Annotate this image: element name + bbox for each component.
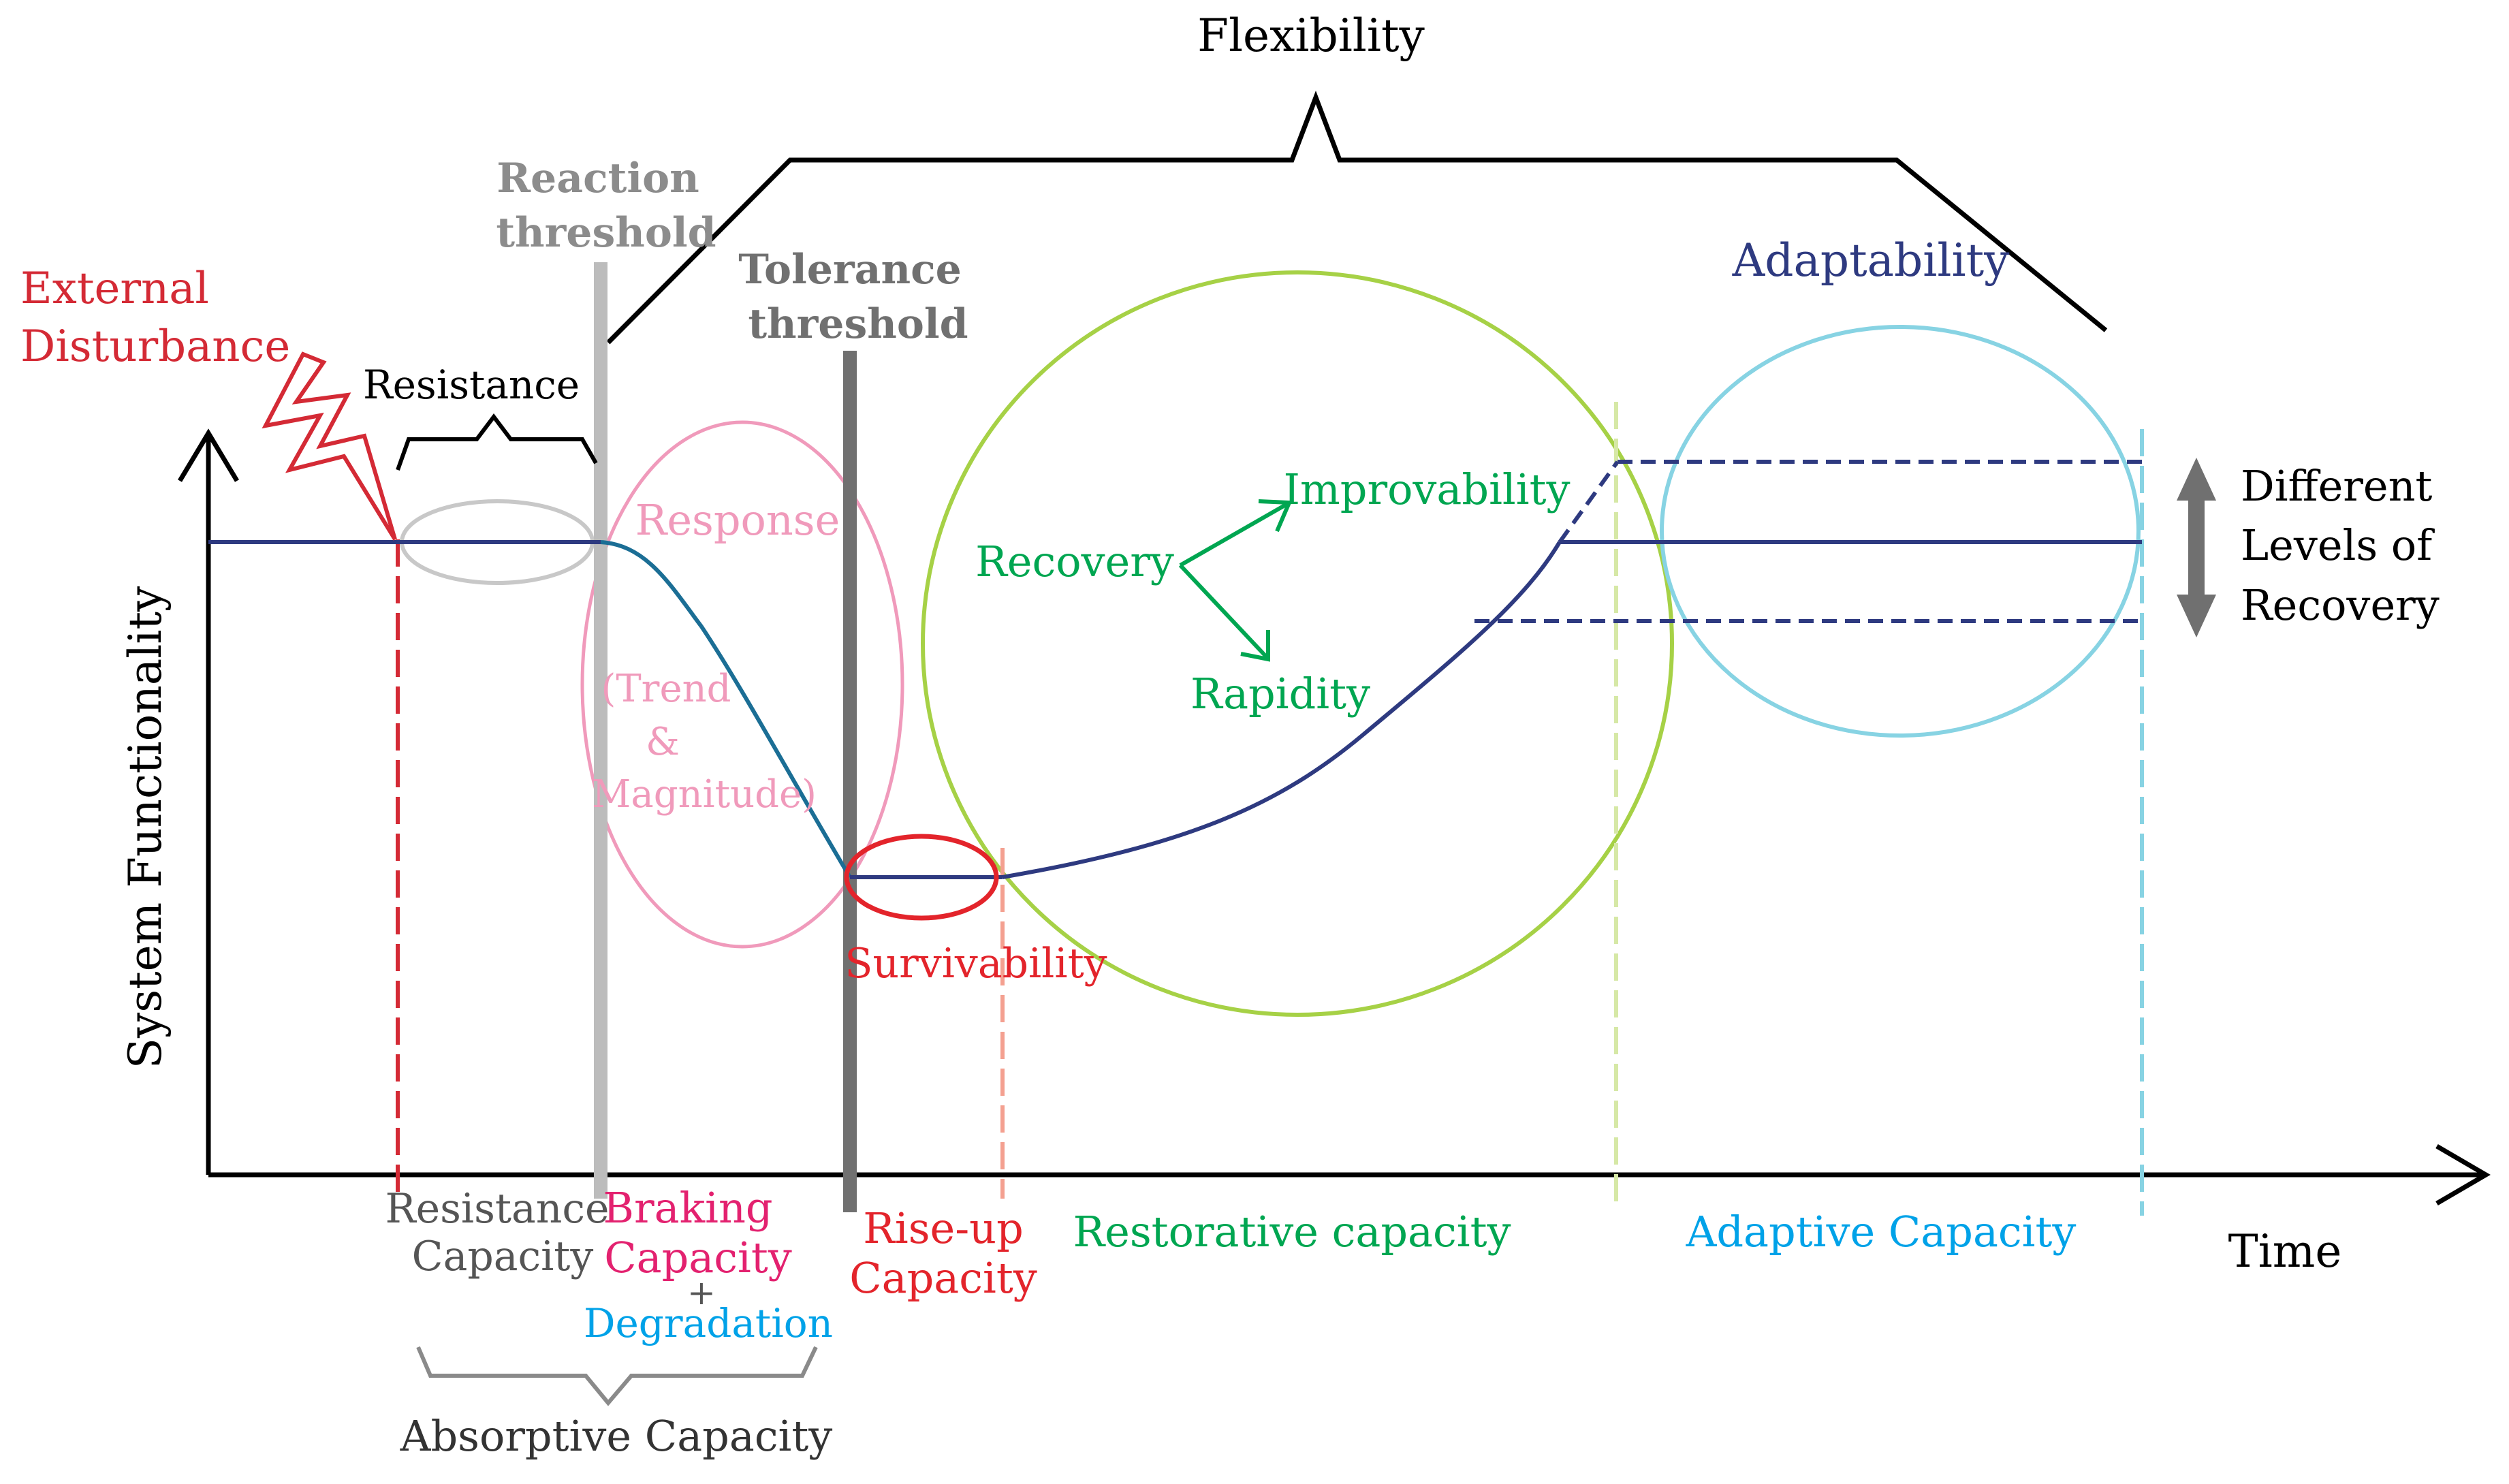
external-disturbance-label-line1: External	[20, 264, 209, 314]
response-ellipse	[580, 420, 904, 949]
rapidity-label: Rapidity	[1190, 669, 1370, 719]
improvability-arrow-shaft	[1179, 502, 1289, 567]
levels-arrow-shaft	[2188, 497, 2205, 598]
different-levels-label-line3: Recovery	[2241, 580, 2440, 630]
reaction-threshold-label-line2: threshold	[496, 209, 716, 257]
riseup-capacity-label-line1: Rise-up	[863, 1203, 1024, 1253]
flexibility-label: Flexibility	[1197, 10, 1425, 62]
resistance-brace	[396, 413, 598, 471]
rapidity-arrowhead	[1240, 630, 1270, 662]
flexibility-bracket	[606, 91, 2108, 345]
levels-double-arrow	[2177, 458, 2216, 637]
different-levels-label-line1: Different	[2241, 461, 2433, 511]
recovery-label: Recovery	[975, 537, 1174, 586]
resistance-capacity-label-line2: Capacity	[412, 1233, 594, 1280]
decline-segment	[600, 540, 852, 879]
levels-arrow-up-head	[2177, 458, 2216, 501]
riseup-capacity-label-line2: Capacity	[849, 1253, 1037, 1303]
resistance-label: Resistance	[363, 362, 580, 408]
axes	[177, 428, 2491, 1206]
different-levels-label-line2: Levels of	[2241, 520, 2435, 570]
rapidity-arrow-shaft	[1178, 563, 1269, 659]
absorptive-brace	[416, 1346, 818, 1406]
lightning-bolt-icon	[262, 351, 397, 541]
survivability-label: Survivability	[845, 940, 1107, 988]
degradation-label: Degradation	[584, 1300, 833, 1346]
trend-label-line3: Magnitude)	[592, 772, 817, 817]
improvability-arrowhead	[1258, 499, 1293, 533]
improvability-label: Improvability	[1283, 464, 1570, 514]
recovery-segment	[1002, 541, 1562, 879]
survivability-ellipse	[844, 834, 999, 921]
levels-arrow-down-head	[2177, 595, 2216, 637]
trend-label-line2: &	[646, 720, 680, 764]
adaptive-ellipse	[1660, 325, 2141, 738]
resistance-capacity-label-line1: Resistance	[385, 1185, 609, 1233]
adaptability-label: Adaptability	[1732, 234, 2010, 287]
y-axis-arrowhead	[177, 428, 240, 482]
restorative-capacity-label: Restorative capacity	[1073, 1207, 1511, 1257]
braking-capacity-label-line1: Braking	[603, 1183, 772, 1233]
response-label: Response	[635, 495, 840, 545]
y-axis-label: System Functionality	[119, 586, 172, 1069]
reaction-threshold-label-line1: Reaction	[496, 155, 699, 202]
improved-branch	[1558, 460, 1620, 543]
adaptive-capacity-label: Adaptive Capacity	[1686, 1207, 2077, 1257]
tolerance-threshold-label-line1: Tolerance	[738, 246, 962, 294]
functionality-curve	[208, 460, 2142, 879]
tolerance-threshold-label-line2: threshold	[748, 300, 968, 348]
restorative-circle	[921, 270, 1674, 1017]
x-axis-label: Time	[2228, 1225, 2342, 1278]
trend-label-line1: (Trend	[601, 667, 731, 711]
recovery-arrows	[1178, 499, 1293, 662]
braking-capacity-label-line2: Capacity	[604, 1233, 792, 1282]
plus-label: +	[687, 1273, 716, 1312]
absorptive-capacity-label: Absorptive Capacity	[400, 1411, 833, 1461]
x-axis-arrowhead	[2435, 1143, 2491, 1206]
external-disturbance-label-line2: Disturbance	[20, 321, 290, 372]
